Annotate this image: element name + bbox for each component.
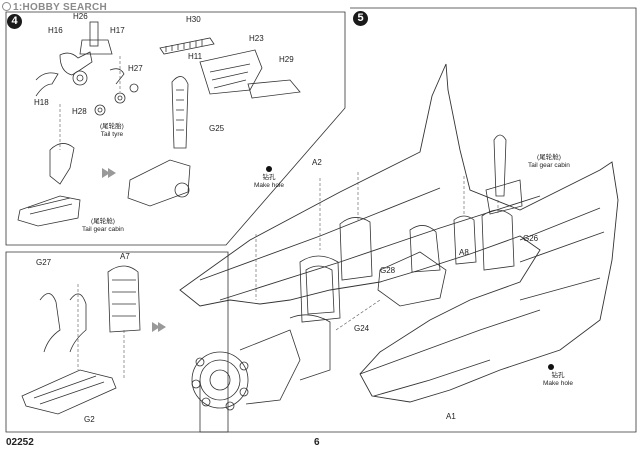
part-label-g27: G27 (36, 258, 52, 267)
engine-drawing (191, 314, 331, 411)
part-label-h27: H27 (128, 64, 143, 73)
g24-bulkhead-drawing (299, 255, 341, 323)
tail-gear-cabin-parts-drawing (159, 37, 301, 99)
tail-wheel-assembly-drawing (49, 143, 75, 185)
part-label-a1: A1 (446, 412, 456, 421)
a7-panel-drawing (107, 265, 141, 333)
step-number-4: 4 (7, 14, 22, 29)
part-label-g24: G24 (354, 324, 370, 333)
part-label-g26: G26 (523, 234, 539, 243)
g27-leg-drawing (39, 293, 61, 353)
g25-fin-drawing (171, 76, 189, 149)
page-number: 6 (314, 437, 320, 448)
cockpit-tub-drawing (377, 251, 447, 307)
tail-fin-step5-drawing (493, 134, 507, 197)
part-label-h18: H18 (34, 98, 49, 107)
part-label-h17: H17 (110, 26, 125, 35)
step4-frame (5, 11, 346, 246)
part-label-a7: A7 (120, 252, 130, 261)
part-label-a2: A2 (312, 158, 322, 167)
part-label-h28: H28 (72, 107, 87, 116)
part-label-g28: G28 (380, 266, 396, 275)
tail-gear-assembled-drawing (127, 159, 191, 207)
tail-cabin-assembled-drawing (17, 195, 81, 227)
g28-bulkhead-drawing (339, 217, 373, 281)
watermark: 1:HOBBY SEARCH (2, 2, 107, 13)
tail-wheel-yoke-drawing (35, 21, 139, 116)
watermark-logo-icon (2, 2, 11, 11)
assembly-arrow-icon (152, 322, 166, 332)
part-label-h26: H26 (73, 12, 88, 21)
make-hole-note-top: 钻孔 Make hole (254, 174, 284, 189)
fuselage-drawing (179, 63, 619, 403)
step5-frame-edge (199, 7, 637, 433)
part-label-h23: H23 (249, 34, 264, 43)
part-label-h16: H16 (48, 26, 63, 35)
part-label-g2: G2 (84, 415, 95, 424)
a8-bulkhead-drawing (453, 215, 477, 265)
part-label-h29: H29 (279, 55, 294, 64)
g2-plate-drawing (21, 369, 117, 415)
make-hole-note-bottom: 钻孔 Make hole (543, 372, 573, 387)
part-label-a8: A8 (459, 248, 469, 257)
part-label-g25: G25 (209, 124, 225, 133)
lower-left-frame (5, 251, 229, 433)
tail-cabin-note-step5: (尾轮舱) Tail gear cabin (528, 154, 570, 169)
part-label-h11: H11 (188, 52, 203, 61)
product-code: 02252 (6, 437, 34, 448)
drill-marker-icon (548, 364, 554, 370)
part-label-h30: H30 (186, 15, 201, 24)
tail-tyre-note: (尾轮胎) Tail tyre (100, 123, 124, 138)
step-number-5: 5 (353, 11, 368, 26)
tail-cabin-note-step4: (尾轮舱) Tail gear cabin (82, 218, 124, 233)
drill-marker-icon (266, 166, 272, 172)
assembly-arrow-icon (102, 168, 116, 178)
